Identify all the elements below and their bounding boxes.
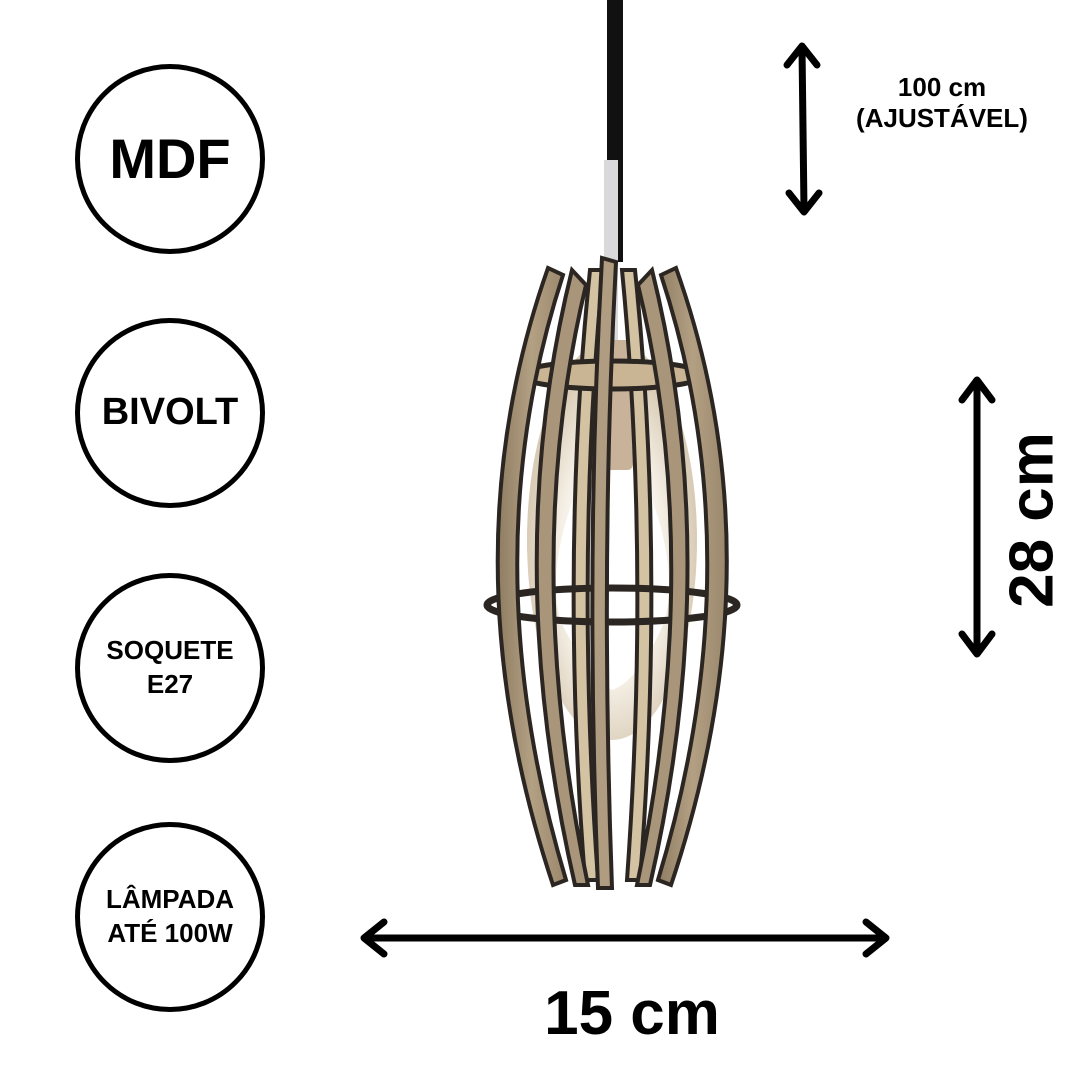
badge-material: MDF [75,64,265,254]
width-label: 15 cm [482,978,782,1049]
slat-left-mid [534,265,591,887]
cable-length-value: 100 cm [897,72,987,102]
badge-socket: SOQUETE E27 [75,573,265,763]
badge-voltage-label: BIVOLT [101,391,239,434]
double-arrow-horizontal-icon [360,918,890,958]
badge-voltage: BIVOLT [75,318,265,508]
badge-lamp: LÂMPADA ATÉ 100W [75,822,265,1012]
middle-ring [483,584,741,626]
front-slats [495,255,729,890]
slat-center [590,255,619,890]
badge-socket-line1: SOQUETE [106,635,234,666]
back-slats [571,268,654,882]
badge-lamp-line1: LÂMPADA [105,884,235,915]
height-value: 28 cm [997,432,1067,608]
slat-right-outer [655,265,729,888]
slat-right-mid [634,265,690,887]
badge-lamp-line2: ATÉ 100W [107,918,233,948]
cable-length-label: 100 cm (AJUSTÁVEL) [842,72,1042,134]
badge-material-label: MDF [109,126,231,190]
double-arrow-vertical-icon [783,42,823,216]
double-arrow-vertical-icon [958,376,996,658]
badge-socket-line2: E27 [146,669,194,699]
cable-length-note: (AJUSTÁVEL) [856,103,1028,134]
slat-left-outer [495,265,569,888]
width-value: 15 cm [544,979,720,1048]
